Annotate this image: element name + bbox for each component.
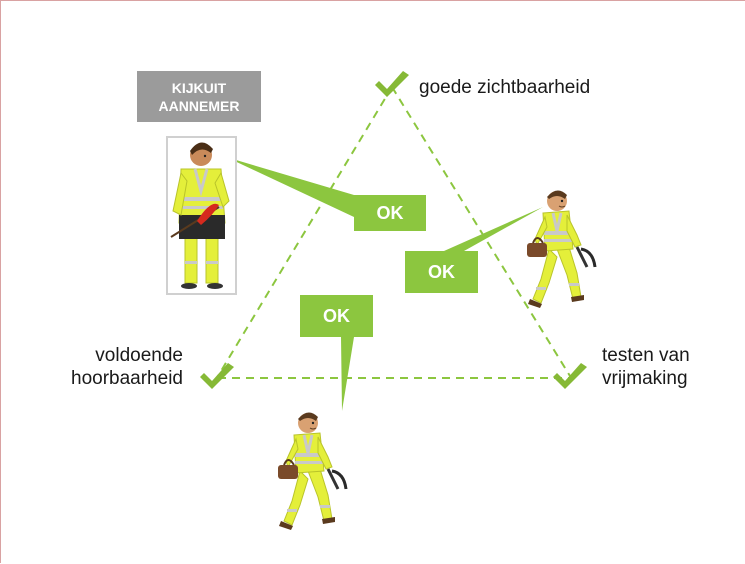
- callout-top-text: OK: [376, 203, 404, 223]
- label-audibility: voldoende hoorbaarheid: [71, 345, 183, 389]
- lookout-badge: KIJKUIT AANNEMER: [137, 71, 261, 122]
- label-visibility: goede zichtbaarheid: [419, 77, 591, 98]
- label-release-test: testen van vrijmaking: [602, 345, 690, 389]
- badge-line-1: KIJKUIT: [171, 79, 227, 96]
- callout-bottom-shape: [300, 295, 373, 411]
- check-icon: [375, 71, 409, 97]
- callout-right-text: OK: [428, 262, 455, 282]
- walking-worker-icon: [525, 188, 597, 310]
- check-icon: [200, 363, 234, 389]
- callout-right-shape: [405, 207, 543, 293]
- check-icon: [553, 363, 587, 389]
- triangle-edges: [217, 86, 571, 379]
- badge-line-2: AANNEMER: [158, 97, 240, 114]
- walking-worker-icon: [276, 410, 348, 532]
- callout-bottom-text: OK: [323, 306, 350, 326]
- callout-top-shape: [226, 157, 426, 231]
- lookout-person-icon: [166, 136, 237, 295]
